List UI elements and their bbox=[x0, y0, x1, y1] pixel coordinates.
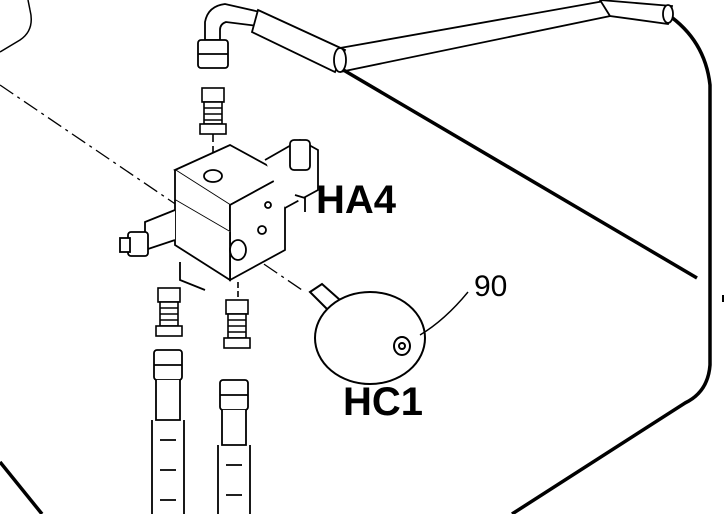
valve-block bbox=[119, 138, 319, 291]
frame-corner-top-left bbox=[0, 0, 32, 53]
lower-left-hose bbox=[151, 349, 185, 514]
lower-right-fitting bbox=[223, 282, 251, 349]
top-fitting bbox=[199, 87, 227, 165]
return-line bbox=[511, 12, 712, 514]
lower-left-line bbox=[0, 460, 44, 514]
pressure-line bbox=[339, 66, 698, 280]
lower-right-hose bbox=[217, 379, 251, 514]
center-line bbox=[0, 84, 306, 293]
top-hose bbox=[197, 0, 674, 74]
accumulator-hc1 bbox=[308, 282, 426, 385]
lower-left-fitting bbox=[155, 287, 183, 337]
label-ha4: HA4 bbox=[316, 178, 397, 222]
label-part-90: 90 bbox=[474, 270, 508, 303]
label-hc1: HC1 bbox=[343, 380, 424, 424]
leader-line-90 bbox=[419, 291, 469, 336]
